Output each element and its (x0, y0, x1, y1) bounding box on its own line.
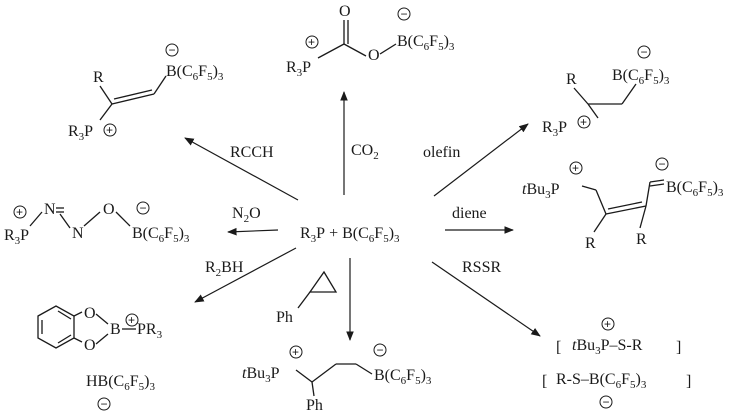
svg-text:−: − (641, 45, 648, 59)
reagent-co2: CO2 (351, 142, 379, 162)
product-co2-adduct: R3P + O O B(C6F5)3 − (286, 3, 455, 79)
svg-text:]: ] (676, 339, 681, 356)
svg-text:R3P: R3P (542, 119, 567, 139)
reagent-labels: CO2 RCCH olefin N2O diene R2BH RSSR Ph (205, 142, 501, 326)
svg-text:−: − (603, 395, 610, 409)
svg-text:−: − (377, 343, 384, 357)
svg-text:B(C6F5)3: B(C6F5)3 (166, 63, 224, 83)
svg-text:R: R (566, 71, 577, 88)
svg-text:R3P: R3P (4, 227, 29, 247)
svg-text:]: ] (686, 373, 691, 390)
svg-text:O: O (84, 305, 96, 322)
svg-text:B(C6F5)3: B(C6F5)3 (666, 179, 724, 199)
svg-text:+: + (128, 313, 135, 327)
svg-text:N: N (72, 225, 84, 242)
svg-text:B(C6F5)3: B(C6F5)3 (397, 33, 455, 53)
svg-text:B(C6F5)3: B(C6F5)3 (612, 67, 670, 87)
reagent-phenylcyclopropane: Ph (276, 270, 338, 326)
svg-text:+: + (580, 115, 587, 129)
arrow-r2bh (194, 247, 297, 303)
svg-text:B(C6F5)3: B(C6F5)3 (132, 225, 190, 245)
svg-text:+: + (16, 205, 23, 219)
svg-text:tBu3P–S-R: tBu3P–S-R (572, 337, 643, 357)
svg-text:+: + (106, 123, 113, 137)
svg-text:[: [ (556, 339, 561, 356)
product-diene-adduct: tBu3P + B(C6F5)3 − R R (522, 157, 724, 252)
svg-text:−: − (101, 397, 108, 411)
svg-text:R: R (93, 69, 104, 86)
svg-text:R3P: R3P (286, 59, 311, 79)
svg-text:+: + (572, 161, 579, 175)
svg-text:O: O (103, 201, 115, 218)
arrow-n2o (227, 227, 279, 236)
reaction-arrows (184, 91, 541, 341)
product-n2o-adduct: R3P + N N O B(C6F5)3 − (4, 201, 190, 247)
svg-text:B(C6F5)3: B(C6F5)3 (374, 367, 432, 387)
svg-text:O: O (368, 47, 380, 64)
svg-text:[: [ (542, 373, 547, 390)
svg-text:B: B (110, 321, 121, 338)
product-disulfide-adducts: [ tBu3P–S-R + ] [ R-S–B(C6F5)3 − ] (542, 317, 691, 409)
reagent-n2o: N2O (232, 205, 261, 225)
svg-text:−: − (169, 43, 176, 57)
svg-text:Ph: Ph (306, 397, 323, 414)
product-olefin-adduct: R B(C6F5)3 − R3P + (542, 45, 670, 139)
svg-text:N: N (44, 201, 56, 218)
center-r: R (300, 225, 311, 242)
center-reactants: R3P+B(C6F5)3 (300, 225, 400, 245)
arrow-rcch (184, 137, 299, 201)
svg-text:−: − (659, 157, 666, 171)
arrow-olefin (433, 123, 529, 197)
product-alkyne-adduct: R B(C6F5)3 − R3P + (68, 43, 224, 143)
svg-text:R3P+B(C6F5)3: R3P+B(C6F5)3 (300, 225, 400, 245)
svg-text:PR3: PR3 (137, 321, 163, 341)
svg-text:O: O (339, 3, 351, 20)
svg-text:O: O (84, 337, 96, 354)
svg-text:−: − (140, 201, 147, 215)
reagent-ph: Ph (276, 309, 293, 326)
svg-text:R3P: R3P (68, 123, 93, 143)
svg-text:+: + (292, 345, 299, 359)
svg-text:−: − (401, 7, 408, 21)
svg-text:R-S–B(C6F5)3: R-S–B(C6F5)3 (556, 371, 647, 391)
reagent-rcch: RCCH (230, 144, 274, 161)
svg-text:tBu3P: tBu3P (242, 365, 280, 385)
svg-text:R: R (636, 231, 647, 248)
svg-text:+: + (308, 35, 315, 49)
reagent-rssr: RSSR (462, 259, 501, 276)
reagent-r2bh: R2BH (205, 259, 244, 279)
svg-text:tBu3P: tBu3P (522, 181, 560, 201)
reagent-diene: diene (452, 205, 487, 222)
svg-text:R: R (585, 235, 596, 252)
svg-text:+: + (604, 317, 611, 331)
arrow-rssr (431, 261, 541, 337)
product-ring-opened-adduct: tBu3P + Ph B(C6F5)3 − (242, 343, 432, 414)
product-borane-adduct: O O B + PR3 HB(C6F5)3 − (37, 305, 163, 411)
svg-text:HB(C6F5)3: HB(C6F5)3 (86, 373, 155, 393)
reagent-olefin: olefin (423, 144, 460, 161)
